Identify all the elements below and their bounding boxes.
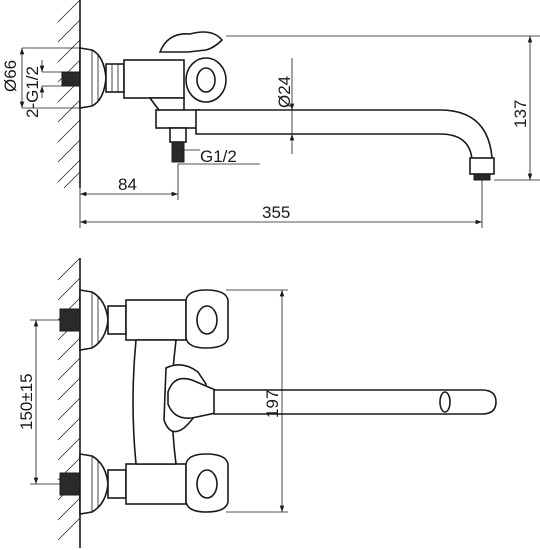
dim-offset [80, 164, 179, 200]
inlet-pipe-top [61, 71, 81, 87]
front-view: 150±15 197 [17, 257, 497, 548]
dim-inlet-spacing [30, 319, 60, 485]
body-top [123, 31, 227, 163]
wall-hatch-top [57, 0, 81, 189]
flange-upper [79, 289, 109, 351]
aerator-top [469, 157, 495, 175]
height-label: 137 [511, 100, 530, 128]
flange-diameter-label: Ø66 [1, 60, 20, 92]
inlet-spacing-label: 150±15 [17, 373, 36, 430]
wall-hatch-front [57, 257, 81, 548]
flange-lower [79, 453, 109, 515]
inlet-pipe-upper [59, 308, 81, 332]
handle-upper [185, 289, 229, 349]
wall-offset-label: 84 [118, 175, 137, 194]
inlet-thread-label: 2-G1/2 [23, 66, 42, 118]
overall-width-label: 197 [263, 390, 282, 418]
handle-lower [185, 453, 229, 513]
connector-upper [107, 305, 127, 335]
aerator-tip [473, 173, 491, 181]
dim-height [226, 35, 540, 181]
top-view: Ø66 2-G1/2 Ø24 137 G1/2 84 [1, 0, 540, 228]
dim-flange [19, 47, 80, 109]
spout-length-label: 355 [262, 203, 290, 222]
flange-top [79, 47, 125, 109]
dim-length [79, 180, 483, 228]
connector-lower [107, 469, 127, 499]
inlet-pipe-lower [59, 472, 81, 496]
dim-outlet-thread [178, 149, 260, 165]
dim-overall-width [226, 289, 288, 513]
outlet-thread-label: G1/2 [200, 147, 237, 166]
spout-diameter-label: Ø24 [275, 76, 294, 108]
spout-front [213, 389, 497, 415]
spout-top [195, 109, 493, 171]
aerator-front [439, 391, 451, 413]
